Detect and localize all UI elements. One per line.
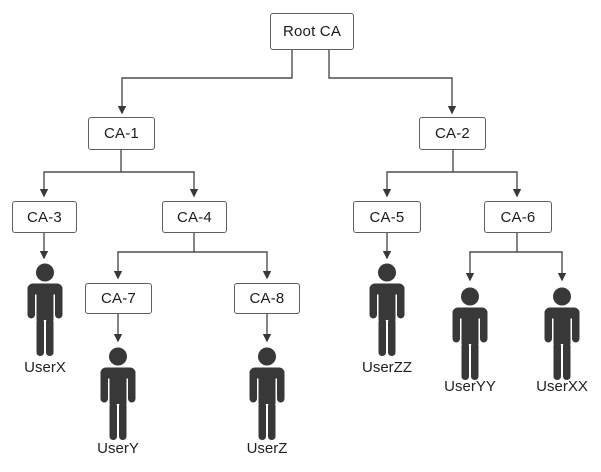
node-ca-7-label: CA-7 [101, 290, 136, 307]
edge-ca4-ca7 [113, 233, 195, 280]
node-ca-6: CA-6 [484, 201, 552, 233]
edge-ca4-ca8 [194, 251, 272, 280]
edge-ca6-useryy [465, 233, 518, 282]
user-label-userxx: UserXX [536, 378, 588, 395]
node-ca-4-label: CA-4 [177, 208, 212, 226]
user-figure-useryy [452, 287, 488, 380]
node-ca-2-label: CA-2 [435, 125, 470, 142]
node-ca-1: CA-1 [88, 117, 155, 150]
node-ca-3-label: CA-3 [27, 208, 62, 226]
edge-ca1-ca4 [121, 171, 199, 198]
edge-rootca-ca2 [328, 50, 457, 115]
node-ca-8: CA-8 [234, 283, 300, 314]
edge-ca2-ca5 [382, 150, 454, 198]
edge-ca1-ca3 [39, 150, 122, 198]
node-root-ca-label: Root CA [282, 23, 342, 40]
node-ca-3: CA-3 [12, 201, 77, 233]
node-root-ca: Root CA [270, 13, 354, 50]
node-ca-1-label: CA-1 [104, 125, 139, 142]
user-figure-userz [249, 347, 285, 440]
node-ca-4: CA-4 [162, 201, 227, 233]
user-figure-usery [100, 347, 136, 440]
node-ca-2: CA-2 [419, 117, 486, 150]
edge-rootca-ca1 [117, 50, 293, 115]
node-ca-8-label: CA-8 [249, 290, 285, 307]
node-ca-7: CA-7 [85, 283, 152, 314]
user-figure-userx [27, 263, 63, 356]
edge-ca6-userxx [517, 251, 567, 282]
user-figure-userzz [369, 263, 405, 356]
node-ca-5: CA-5 [353, 201, 421, 233]
edge-ca2-ca6 [453, 171, 522, 198]
user-figure-userxx [544, 287, 580, 380]
user-label-userz: UserZ [246, 440, 288, 457]
user-label-usery: UserY [97, 440, 139, 457]
user-label-userx: UserX [24, 359, 66, 376]
user-label-useryy: UserYY [444, 378, 496, 395]
node-ca-5-label: CA-5 [369, 208, 405, 226]
user-label-userzz: UserZZ [362, 359, 412, 376]
node-ca-6-label: CA-6 [500, 208, 536, 226]
